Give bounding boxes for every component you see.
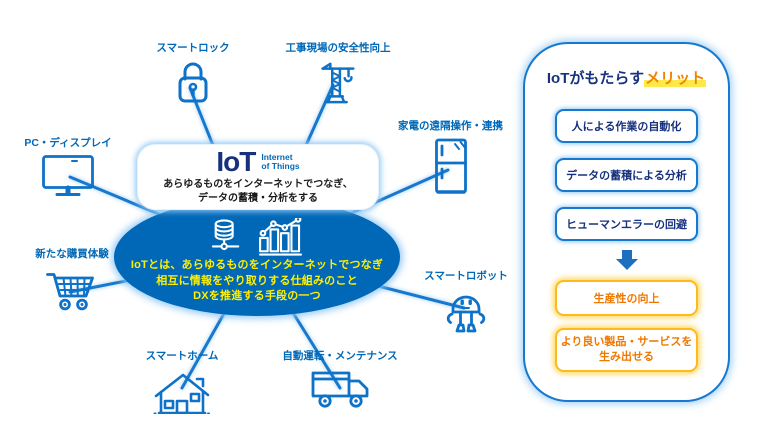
summary-line: あらゆるものをインターネットでつなぎ、	[163, 179, 353, 190]
summary-line: データの蓄積・分析をする	[198, 193, 318, 204]
benefit-box-data-analysis: データの蓄積による分析	[555, 158, 698, 192]
result-label: 生産性の向上	[593, 293, 660, 305]
logo-sub-line: Internet	[261, 151, 293, 162]
bar-chart-icon	[259, 218, 302, 256]
robot-icon	[446, 295, 486, 333]
iot-definition: IoTとは、あらゆるものをインターネットでつなぎ 相互に情報をやり取りする仕組み…	[131, 258, 383, 305]
definition-line: 相互に情報をやり取りする仕組みのこと	[156, 274, 358, 287]
benefits-panel: IoTがもたらすメリット 人による作業の自動化 データの蓄積による分析 ヒューマ…	[523, 42, 730, 402]
hub-icons	[211, 218, 303, 256]
node-home-appliance: 家電の遠隔操作・連携	[388, 120, 513, 196]
node-smart-home: スマートホーム	[122, 350, 242, 414]
truck-icon	[311, 371, 369, 408]
definition-line: DXを推進する手段の一つ	[193, 290, 321, 302]
iot-hub-card: IoT Internet of Things あらゆるものをインターネットでつな…	[137, 144, 379, 210]
refrigerator-icon	[434, 138, 467, 194]
iot-logo-subtext: Internet of Things	[261, 151, 300, 172]
logo-sub-line: of Things	[261, 161, 300, 171]
node-label: 自動運転・メンテナンス	[282, 350, 398, 362]
benefit-label: データの蓄積による分析	[566, 170, 687, 182]
node-label: PC・ディスプレイ	[24, 137, 112, 149]
node-construction-safety: 工事現場の安全性向上	[268, 42, 408, 106]
result-box-productivity: 生産性の向上	[555, 280, 698, 316]
iot-logo-text: IoT	[216, 146, 256, 177]
benefit-label: 人による作業の自動化	[571, 121, 682, 133]
node-label: スマートホーム	[145, 350, 219, 362]
iot-logo: IoT Internet of Things	[138, 147, 378, 177]
benefit-box-automation: 人による作業の自動化	[555, 109, 698, 143]
iot-hub-ellipse: IoTとは、あらゆるものをインターネットでつなぎ 相互に情報をやり取りする仕組み…	[114, 198, 400, 316]
node-label: スマートロック	[156, 42, 230, 54]
definition-line: IoTとは、あらゆるものをインターネットでつなぎ	[130, 259, 384, 271]
node-autonomous-driving: 自動運転・メンテナンス	[278, 350, 402, 410]
node-label: 工事現場の安全性向上	[285, 42, 391, 54]
node-smart-lock: スマートロック	[133, 42, 253, 104]
node-label: スマートロボット	[424, 270, 508, 282]
padlock-icon	[178, 62, 208, 103]
down-arrow-icon	[615, 250, 638, 270]
result-label-line: 生み出せる	[599, 351, 654, 363]
node-shopping-experience: 新たな購買体験	[12, 248, 132, 312]
monitor-icon	[42, 155, 94, 196]
result-box-better-products: より良い製品・サービスを 生み出せる	[555, 328, 698, 372]
iot-summary: あらゆるものをインターネットでつなぎ、 データの蓄積・分析をする	[138, 178, 378, 206]
node-label: 家電の遠隔操作・連携	[398, 120, 503, 132]
house-icon	[153, 373, 210, 414]
node-label: 新たな購買体験	[35, 248, 109, 260]
node-smart-robot: スマートロボット	[404, 270, 528, 334]
benefits-panel-title: IoTがもたらすメリット	[525, 69, 728, 89]
crane-icon	[321, 62, 355, 104]
title-prefix: IoTがもたらす	[546, 70, 645, 87]
shopping-cart-icon	[46, 273, 94, 311]
node-pc-display: PC・ディスプレイ	[8, 137, 128, 197]
result-label-line: より良い製品・サービスを	[560, 336, 693, 348]
title-highlight: メリット	[644, 70, 707, 87]
benefit-label: ヒューマンエラーの回避	[566, 219, 687, 231]
database-icon	[211, 219, 240, 251]
benefit-box-error-avoidance: ヒューマンエラーの回避	[555, 207, 698, 241]
